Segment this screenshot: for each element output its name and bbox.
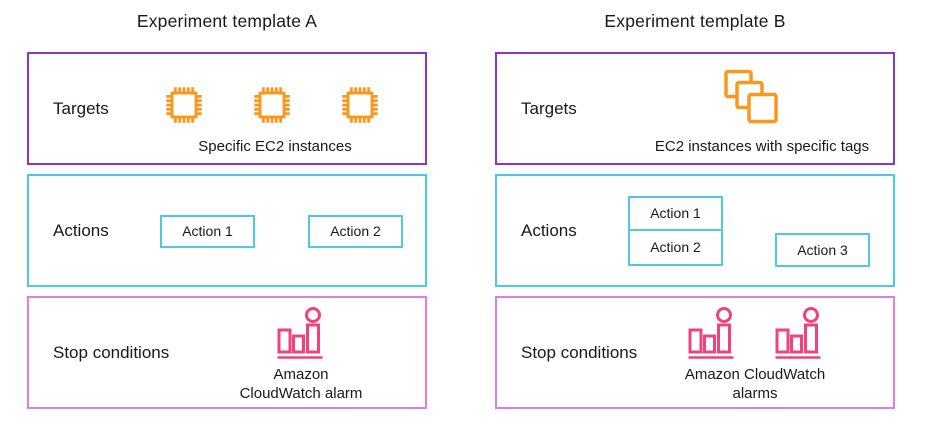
targets-caption: EC2 instances with specific tags	[654, 138, 870, 155]
stop-conditions-label: Stop conditions	[53, 342, 170, 362]
actions-label: Actions	[521, 220, 577, 240]
template-b-title: Experiment template B	[604, 11, 786, 31]
template-b-actions-box: Actions Action 1 Action 2 Action 3	[495, 174, 895, 287]
action-item: Action 1	[160, 215, 255, 248]
targets-label: Targets	[521, 98, 577, 118]
template-a-actions-box: Actions Action 1 Action 2	[27, 174, 427, 287]
cloudwatch-alarm-icon	[688, 306, 736, 362]
stop-caption-line: alarms	[732, 385, 778, 402]
actions-label: Actions	[53, 220, 109, 240]
stop-caption-line: Amazon	[273, 366, 329, 383]
stop-conditions-caption: Amazon CloudWatch alarms	[605, 365, 905, 403]
stop-caption-line: Amazon CloudWatch	[684, 366, 826, 383]
template-a-stop-conditions-box: Stop conditions Amazon CloudWatch alarm	[27, 296, 427, 409]
ec2-instance-icon-group	[161, 82, 383, 128]
targets-label: Targets	[53, 98, 109, 118]
template-b-targets-box: Targets EC2 instances with specific tags	[495, 52, 895, 165]
stop-conditions-label: Stop conditions	[521, 342, 638, 362]
action-item: Action 2	[628, 229, 723, 266]
stop-conditions-caption: Amazon CloudWatch alarm	[151, 365, 451, 403]
targets-caption: Specific EC2 instances	[198, 138, 352, 155]
template-a-targets-box: Targets	[27, 52, 427, 165]
template-b-stop-conditions-box: Stop conditions Amazon CloudWatch alarms	[495, 296, 895, 409]
action-item: Action 2	[308, 215, 403, 248]
tagged-instances-icon	[717, 68, 783, 128]
ec2-instance-icon	[337, 82, 383, 128]
action-item: Action 3	[775, 233, 870, 267]
stop-caption-line: CloudWatch alarm	[239, 385, 363, 402]
ec2-instance-icon	[249, 82, 295, 128]
template-a-title: Experiment template A	[136, 11, 318, 31]
action-item: Action 1	[628, 196, 723, 231]
cloudwatch-alarm-icon	[775, 306, 823, 362]
cloudwatch-alarm-icon	[277, 306, 325, 362]
ec2-instance-icon	[161, 82, 207, 128]
